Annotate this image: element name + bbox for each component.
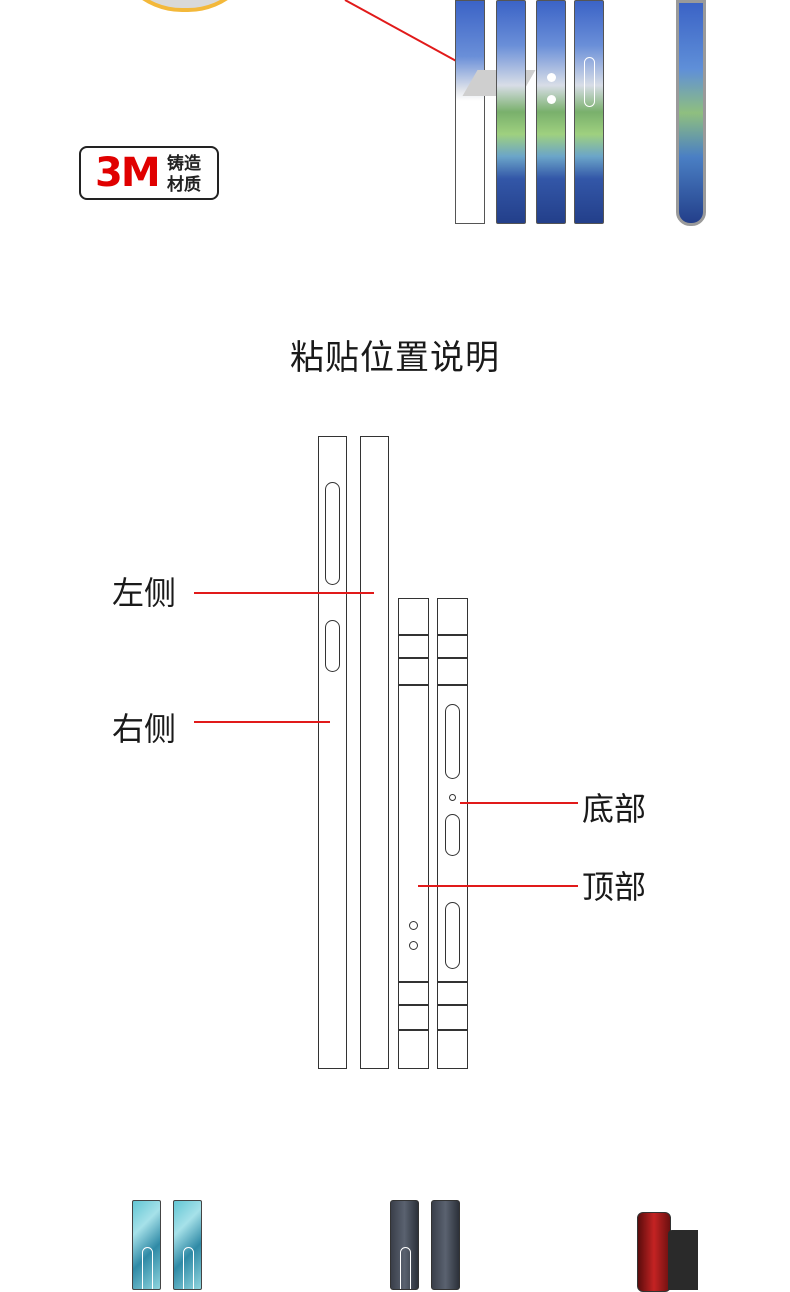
section-title: 粘贴位置说明 <box>290 338 500 378</box>
left-side-strip <box>360 436 389 1069</box>
label-top: 顶部 <box>582 868 647 906</box>
product-preview-area <box>0 0 790 240</box>
bottom-strip <box>437 598 468 1069</box>
label-right-side: 右侧 <box>112 710 177 748</box>
red-phone-body <box>668 1230 698 1290</box>
painted-strip-3 <box>574 0 604 224</box>
label-bottom: 底部 <box>582 790 647 828</box>
teal-strip-2 <box>173 1200 202 1290</box>
red-phone-edge <box>637 1212 671 1292</box>
teal-strip-1 <box>132 1200 161 1290</box>
backing-strip <box>455 0 485 224</box>
leader-left-side <box>194 592 374 594</box>
leader-right-side <box>194 721 330 723</box>
label-left-side: 左侧 <box>112 574 177 612</box>
dark-strip-1 <box>390 1200 419 1290</box>
painted-strip-2 <box>536 0 566 224</box>
brand-mark: 3M <box>95 150 161 196</box>
phone-edge-preview <box>676 0 706 226</box>
leader-bottom <box>460 802 578 804</box>
bottom-preview-area <box>0 1190 790 1292</box>
3m-material-badge: 3M 铸造 材质 <box>79 146 219 200</box>
painted-strip-1 <box>496 0 526 224</box>
badge-line-2: 材质 <box>167 175 201 195</box>
right-side-strip <box>318 436 347 1069</box>
badge-line-1: 铸造 <box>167 154 201 174</box>
leader-top <box>418 885 578 887</box>
top-strip <box>398 598 429 1069</box>
dark-strip-2 <box>431 1200 460 1290</box>
